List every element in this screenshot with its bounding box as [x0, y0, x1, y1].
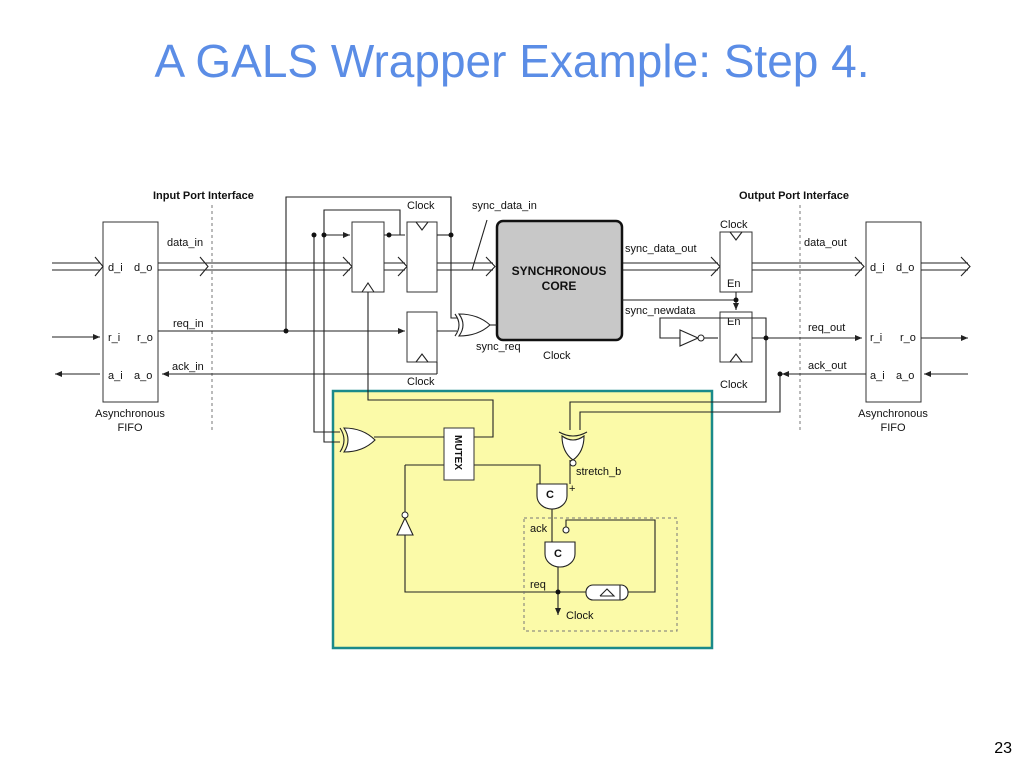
svg-text:r_i: r_i — [108, 332, 120, 344]
mutex-label: MUTEX — [452, 435, 463, 470]
svg-text:d_i: d_i — [108, 262, 123, 274]
sync-req-label: sync_req — [476, 341, 521, 353]
core-label-1: SYNCHRONOUS — [512, 264, 607, 278]
data-in-label: data_in — [167, 237, 203, 249]
xor-gate-sync-req — [454, 313, 491, 337]
data-out-label: data_out — [804, 237, 847, 249]
delay-element — [585, 584, 629, 601]
xnor-gate-stretch — [558, 431, 588, 467]
ack-label: ack — [530, 523, 548, 535]
clock-generator-box — [523, 517, 678, 632]
req-in-label: req_in — [173, 318, 204, 330]
clock-label-bottom: Clock — [407, 376, 435, 388]
req-label: req — [530, 579, 546, 591]
junction-dots — [283, 232, 783, 595]
clock-out-top-label: Clock — [720, 219, 748, 231]
output-register — [719, 231, 753, 293]
core-clock-label: Clock — [543, 350, 571, 362]
svg-text:En: En — [727, 278, 740, 290]
sync-newdata-label: sync_newdata — [625, 305, 696, 317]
inverter-newdata — [679, 329, 705, 347]
input-register — [406, 221, 438, 293]
synchronous-core — [495, 219, 624, 342]
input-latch — [351, 221, 385, 293]
svg-text:C: C — [546, 489, 554, 501]
svg-text:d_o: d_o — [896, 262, 914, 274]
svg-text:r_i: r_i — [870, 332, 882, 344]
stretch-b-label: stretch_b — [576, 466, 621, 478]
svg-text:a_o: a_o — [134, 370, 152, 382]
c-element-1: C — [536, 483, 568, 510]
output-port-title: Output Port Interface — [739, 190, 849, 202]
clock-gen-label: Clock — [566, 610, 594, 622]
plus-label: + — [569, 483, 575, 495]
xor-gate-mutex — [339, 427, 376, 453]
input-port-title: Input Port Interface — [153, 190, 254, 202]
control-wires — [52, 196, 968, 615]
svg-text:FIFO: FIFO — [117, 422, 142, 434]
req-register — [406, 311, 438, 363]
ack-out-label: ack_out — [808, 360, 847, 372]
page-number: 23 — [994, 740, 1012, 757]
inverter-feedback — [396, 511, 414, 536]
svg-text:FIFO: FIFO — [880, 422, 905, 434]
svg-text:Asynchronous: Asynchronous — [858, 408, 928, 420]
svg-text:a_i: a_i — [108, 370, 123, 382]
req-out-label: req_out — [808, 322, 845, 334]
mutex-block — [443, 427, 475, 481]
svg-text:r_o: r_o — [137, 332, 153, 344]
svg-text:C: C — [554, 548, 562, 560]
svg-text:d_o: d_o — [134, 262, 152, 274]
slide-title: A GALS Wrapper Example: Step 4. — [154, 35, 870, 87]
clock-out-bottom-label: Clock — [720, 379, 748, 391]
data-bus-wires — [52, 219, 971, 277]
svg-text:a_i: a_i — [870, 370, 885, 382]
c-element-2: C — [544, 541, 576, 568]
svg-text:d_i: d_i — [870, 262, 885, 274]
sync-data-out-label: sync_data_out — [625, 243, 697, 255]
core-label-2: CORE — [542, 279, 577, 293]
svg-text:a_o: a_o — [896, 370, 914, 382]
sync-data-in-label: sync_data_in — [472, 200, 537, 212]
fifo-right: d_i d_o r_i r_o a_i a_o Asynchronous FIF… — [858, 221, 928, 434]
svg-text:En: En — [727, 316, 740, 328]
fifo-left: d_i d_o r_i r_o a_i a_o Asynchronous FIF… — [95, 221, 165, 434]
svg-text:r_o: r_o — [900, 332, 916, 344]
ack-in-label: ack_in — [172, 361, 204, 373]
clock-label-top: Clock — [407, 200, 435, 212]
svg-text:Asynchronous: Asynchronous — [95, 408, 165, 420]
